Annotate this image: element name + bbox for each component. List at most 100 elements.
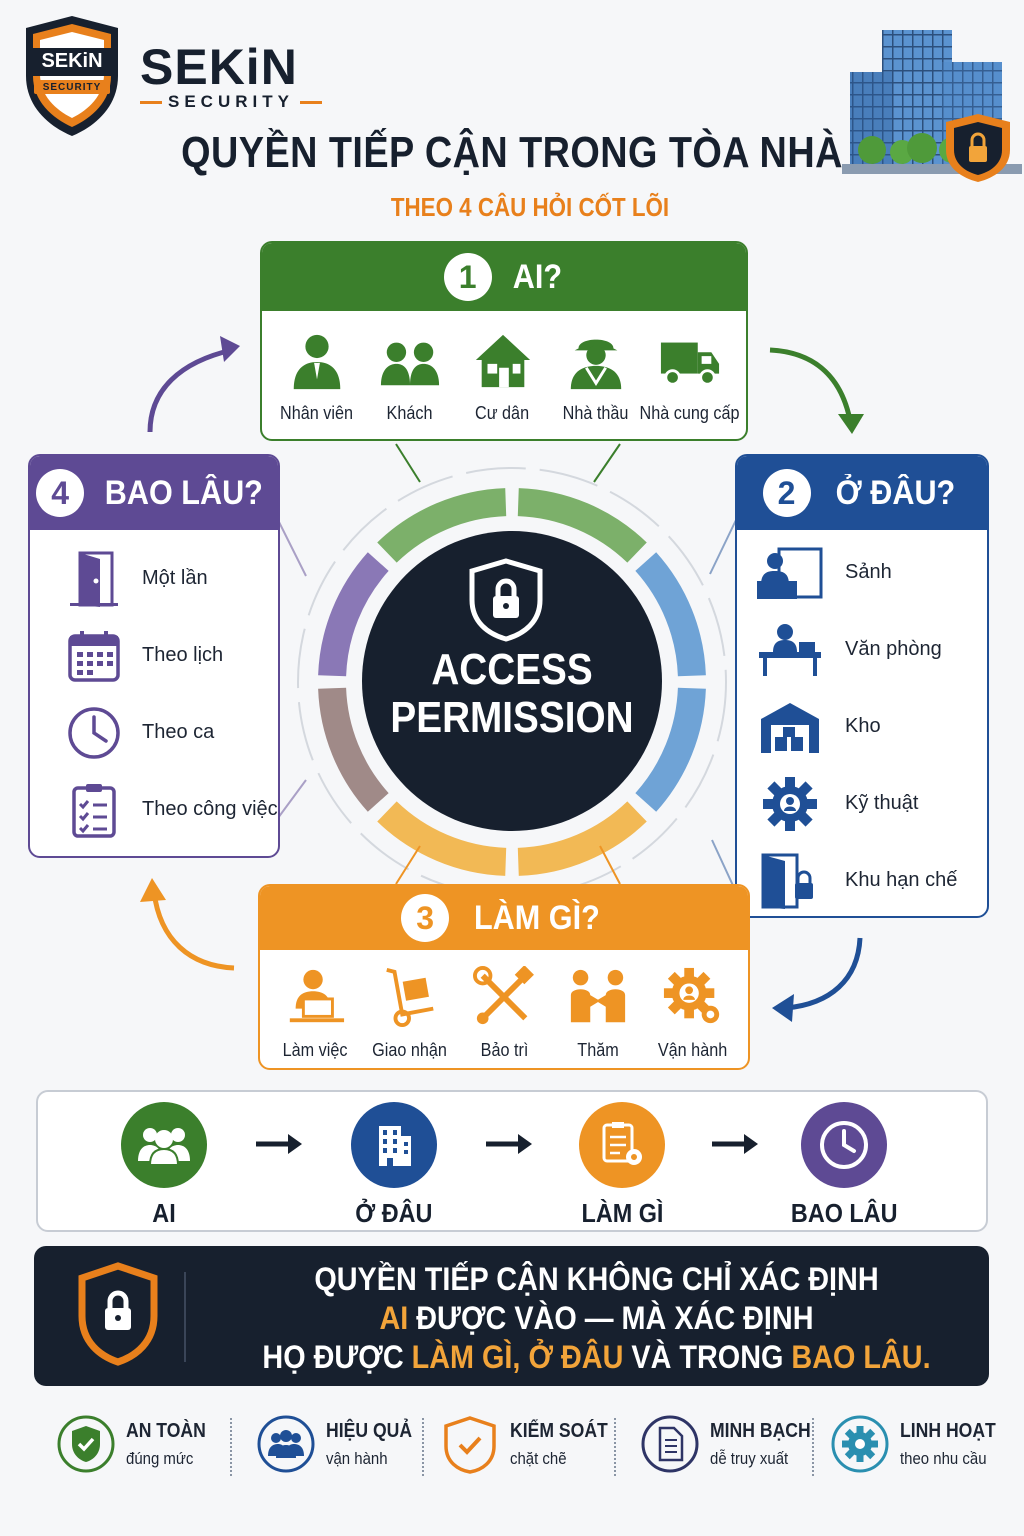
- question-2-title: Ở ĐÂU?: [835, 473, 955, 512]
- q4-item-once: Một lần: [66, 540, 278, 617]
- item-label: Cư dân: [475, 403, 530, 423]
- message-line-3-c: VÀ TRONG: [623, 1339, 792, 1375]
- question-1-number: 1: [443, 253, 492, 301]
- question-1-title: AI?: [512, 257, 562, 296]
- message-line-3-a: HỌ ĐƯỢC: [262, 1339, 412, 1375]
- center-title: ACCESS PERMISSION: [380, 646, 644, 742]
- shield-check-icon: [57, 1415, 115, 1473]
- divider: [184, 1272, 186, 1362]
- building-illustration: [842, 30, 1022, 182]
- clipboard-icon: [72, 783, 116, 838]
- item-label: Theo công việc: [142, 798, 278, 820]
- locked-door-icon: [761, 853, 813, 909]
- flow-step-label: Ở ĐÂU: [355, 1198, 433, 1228]
- q1-item-contractor: Nhà thầu: [549, 329, 642, 424]
- shield-lock-icon: [78, 1262, 158, 1366]
- item-label: Nhân viên: [280, 403, 353, 423]
- feature-title: MINH BẠCH: [710, 1419, 811, 1442]
- center-line-2: PERMISSION: [390, 693, 634, 742]
- flow-step-label: LÀM GÌ: [581, 1198, 663, 1228]
- item-label: Theo lịch: [142, 644, 224, 666]
- highlight-how-long: BAO LÂU.: [791, 1339, 931, 1375]
- truck-icon: [660, 342, 720, 386]
- q2-item-restricted: Khu hạn chế: [755, 842, 987, 916]
- highlight-who: AI: [379, 1300, 409, 1336]
- guests-icon: [380, 342, 439, 386]
- brand-tagline-row: SECURITY: [140, 92, 322, 112]
- question-4-title: BAO LÂU?: [104, 473, 264, 512]
- question-1-items: Nhân viên Khách Cư dân Nhà thầu Nhà cung…: [262, 311, 746, 424]
- flow-step-where: Ở ĐÂU: [314, 1102, 474, 1229]
- handtruck-icon: [385, 967, 434, 1028]
- brand-name: SEKiN: [140, 39, 298, 95]
- question-3-title: LÀM GÌ?: [474, 898, 600, 937]
- message-line-2-rest: ĐƯỢC VÀO — MÀ XÁC ĐỊNH: [408, 1300, 814, 1336]
- question-1-header: 1 AI?: [262, 243, 746, 311]
- item-label: Thăm: [577, 1040, 620, 1060]
- question-1-box: 1 AI? Nhân viên Khách Cư dân Nhà thầu Nh…: [260, 241, 748, 441]
- flow-step-what: LÀM GÌ: [542, 1102, 702, 1229]
- highlight-what-where: LÀM GÌ, Ở ĐÂU: [411, 1339, 624, 1375]
- flow-summary: AI Ở ĐÂU LÀM GÌ BAO LÂU: [36, 1090, 988, 1232]
- item-label: Một lần: [142, 567, 208, 589]
- flow-step-how-long: BAO LÂU: [764, 1102, 924, 1229]
- ring-segment: [377, 488, 507, 563]
- item-label: Kỹ thuật: [845, 792, 919, 814]
- q1-item-guest: Khách: [363, 329, 456, 424]
- question-4-header: 4 BAO LÂU?: [30, 456, 278, 530]
- ring-segment: [635, 687, 706, 812]
- item-label: Nhà thầu: [562, 403, 629, 423]
- warehouse-icon: [761, 702, 819, 753]
- q2-item-warehouse: Kho: [755, 688, 987, 765]
- question-2-box: 2 Ở ĐÂU? Sảnh Văn phòng Kho Kỹ thuật Khu…: [735, 454, 989, 918]
- calendar-icon: [68, 630, 120, 682]
- q1-item-supplier: Nhà cung cấp: [640, 329, 740, 424]
- team-icon: [257, 1415, 315, 1473]
- q1-item-employee: Nhân viên: [270, 329, 363, 424]
- q4-item-schedule: Theo lịch: [66, 617, 278, 694]
- question-3-items: Làm việc Giao nhận Bảo trì Thăm Vận hành: [260, 950, 748, 1061]
- brand-tagline: SECURITY: [168, 92, 294, 111]
- q4-item-shift: Theo ca: [66, 694, 278, 771]
- feature-title: KIỂM SOÁT: [510, 1419, 608, 1442]
- question-4-number: 4: [36, 469, 85, 517]
- contractor-icon: [570, 339, 621, 390]
- divider: [230, 1418, 232, 1476]
- question-3-header: 3 LÀM GÌ?: [260, 886, 748, 950]
- q3-item-operations: Vận hành: [646, 966, 740, 1061]
- logo-subtext: SECURITY: [42, 82, 102, 93]
- shield-lock-icon: [469, 558, 543, 642]
- item-label: Vận hành: [658, 1040, 728, 1060]
- building-icon: [351, 1102, 437, 1188]
- item-label: Sảnh: [845, 561, 892, 583]
- clock-icon: [68, 706, 120, 759]
- question-3-number: 3: [401, 894, 450, 942]
- question-2-header: 2 Ở ĐÂU?: [737, 456, 987, 530]
- clock-icon: [801, 1102, 887, 1188]
- feature-title: LINH HOẠT: [900, 1419, 996, 1442]
- item-label: Kho: [845, 715, 881, 737]
- q4-item-task: Theo công việc: [66, 771, 278, 848]
- q2-item-technical: Kỹ thuật: [755, 765, 987, 842]
- tools-icon: [473, 966, 534, 1025]
- flow-step-label: BAO LÂU: [790, 1198, 898, 1228]
- ring-segment: [635, 552, 706, 677]
- question-4-items: Một lần Theo lịch Theo ca Theo công việc: [30, 530, 278, 848]
- ring-segment: [517, 488, 647, 563]
- ring-segment: [318, 687, 389, 812]
- page-title: QUYỀN TIẾP CẬN TRONG TÒA NHÀ: [181, 128, 843, 177]
- feature-title: HIỆU QUẢ: [326, 1419, 413, 1442]
- feature-sub: theo nhu cầu: [900, 1448, 987, 1468]
- employee-icon: [293, 334, 340, 390]
- arrow-right-icon: [486, 1134, 532, 1154]
- question-2-number: 2: [762, 469, 811, 517]
- group-icon: [121, 1102, 207, 1188]
- office-icon: [759, 623, 821, 676]
- arrow-right-icon: [256, 1134, 302, 1154]
- message-line-3: HỌ ĐƯỢC LÀM GÌ, Ở ĐÂU VÀ TRONG BAO LÂU.: [261, 1338, 932, 1377]
- door-icon: [70, 551, 118, 607]
- shield-check-icon: [444, 1416, 496, 1474]
- house-icon: [475, 334, 530, 388]
- q3-item-work: Làm việc: [268, 966, 362, 1061]
